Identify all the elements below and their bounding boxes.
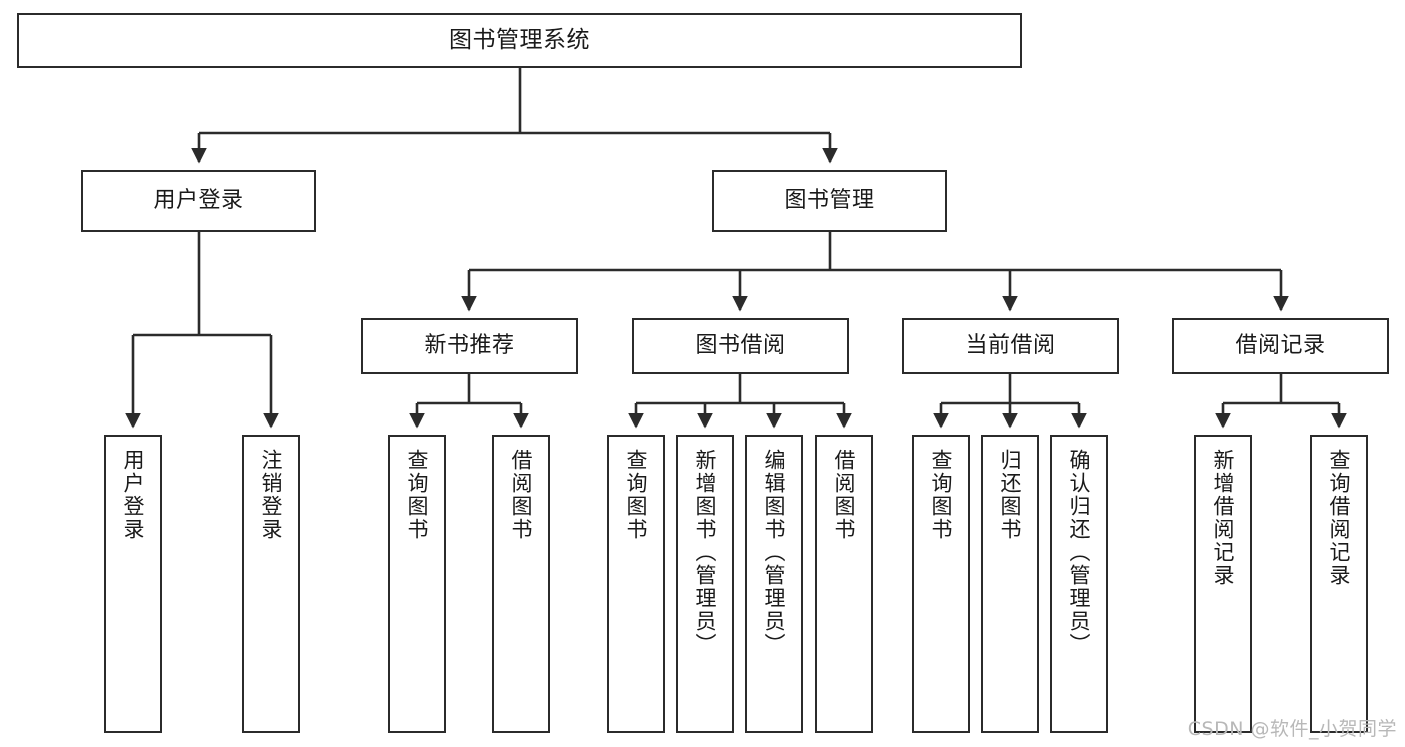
node-leaf-query-record-label: 查询借阅记录 bbox=[1327, 449, 1352, 587]
node-root-system[interactable]: 图书管理系统 bbox=[17, 13, 1022, 68]
node-leaf-query-book-2[interactable]: 查询图书 bbox=[607, 435, 665, 733]
node-leaf-user-login[interactable]: 用户登录 bbox=[104, 435, 162, 733]
node-leaf-confirm-return[interactable]: 确认归还（管理员） bbox=[1050, 435, 1108, 733]
node-leaf-query-book-3[interactable]: 查询图书 bbox=[912, 435, 970, 733]
node-current-borrow[interactable]: 当前借阅 bbox=[902, 318, 1119, 374]
node-leaf-add-record[interactable]: 新增借阅记录 bbox=[1194, 435, 1252, 733]
node-new-book-recommend[interactable]: 新书推荐 bbox=[361, 318, 578, 374]
node-book-manage-label: 图书管理 bbox=[784, 188, 875, 214]
node-leaf-query-book-3-label: 查询图书 bbox=[929, 449, 954, 541]
node-root-system-label: 图书管理系统 bbox=[449, 26, 590, 53]
node-book-borrow-label: 图书借阅 bbox=[695, 333, 786, 359]
node-leaf-logout-login[interactable]: 注销登录 bbox=[242, 435, 300, 733]
node-leaf-borrow-book-1-label: 借阅图书 bbox=[509, 449, 534, 541]
node-leaf-return-book[interactable]: 归还图书 bbox=[981, 435, 1039, 733]
node-user-login-label: 用户登录 bbox=[153, 188, 244, 214]
csdn-watermark: CSDN @软件_小贺同学 bbox=[1187, 718, 1397, 740]
node-leaf-add-book-label: 新增图书（管理员） bbox=[693, 449, 718, 656]
node-borrow-record-label: 借阅记录 bbox=[1235, 333, 1326, 359]
node-leaf-add-record-label: 新增借阅记录 bbox=[1211, 449, 1236, 587]
node-leaf-query-book-1[interactable]: 查询图书 bbox=[388, 435, 446, 733]
node-leaf-query-book-1-label: 查询图书 bbox=[405, 449, 430, 541]
node-leaf-return-book-label: 归还图书 bbox=[998, 449, 1023, 541]
node-current-borrow-label: 当前借阅 bbox=[965, 333, 1056, 359]
node-leaf-edit-book[interactable]: 编辑图书（管理员） bbox=[745, 435, 803, 733]
node-leaf-query-book-2-label: 查询图书 bbox=[624, 449, 649, 541]
node-leaf-borrow-book-1[interactable]: 借阅图书 bbox=[492, 435, 550, 733]
node-leaf-logout-login-label: 注销登录 bbox=[259, 449, 284, 541]
node-leaf-add-book[interactable]: 新增图书（管理员） bbox=[676, 435, 734, 733]
node-leaf-borrow-book-2-label: 借阅图书 bbox=[832, 449, 857, 541]
node-leaf-edit-book-label: 编辑图书（管理员） bbox=[762, 449, 787, 656]
node-borrow-record[interactable]: 借阅记录 bbox=[1172, 318, 1389, 374]
node-leaf-confirm-return-label: 确认归还（管理员） bbox=[1067, 449, 1092, 656]
node-leaf-query-record[interactable]: 查询借阅记录 bbox=[1310, 435, 1368, 733]
node-book-manage[interactable]: 图书管理 bbox=[712, 170, 947, 232]
node-user-login[interactable]: 用户登录 bbox=[81, 170, 316, 232]
node-leaf-borrow-book-2[interactable]: 借阅图书 bbox=[815, 435, 873, 733]
node-book-borrow[interactable]: 图书借阅 bbox=[632, 318, 849, 374]
node-new-book-recommend-label: 新书推荐 bbox=[424, 333, 515, 359]
node-leaf-user-login-label: 用户登录 bbox=[121, 449, 146, 541]
